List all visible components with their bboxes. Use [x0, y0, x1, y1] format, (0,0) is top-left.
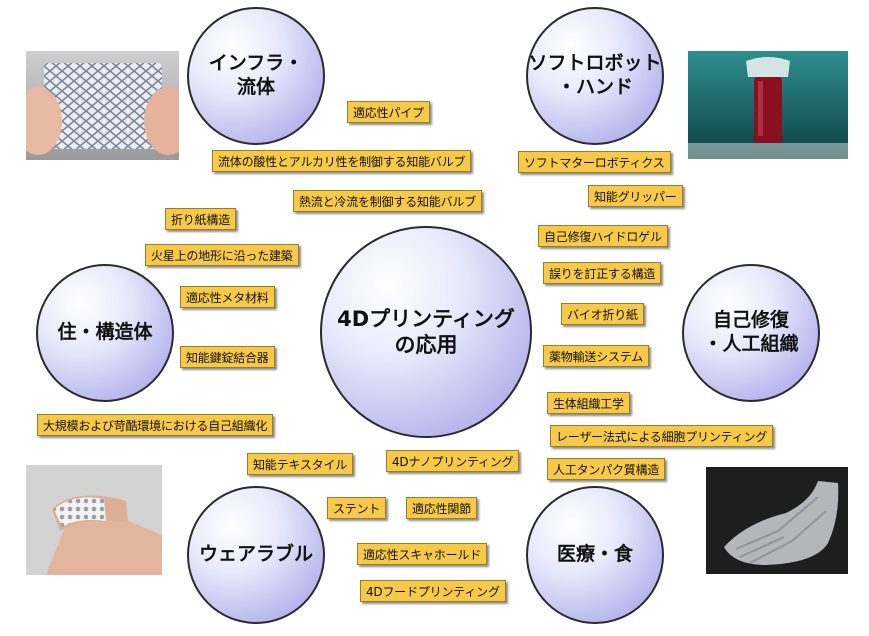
center-4d-printing-applications: 4Dプリンティング の応用: [320, 226, 532, 438]
tag-self-assembly-harsh-env: 大規模および苛酷環境における自己組織化: [37, 414, 274, 436]
category-medical-food: 医療・食: [526, 486, 664, 624]
category-infra-fluid: インフラ・ 流体: [187, 7, 325, 145]
tag-bio-origami: バイオ折り紙: [561, 303, 644, 325]
tag-tissue-engineering: 生体組織工学: [547, 392, 630, 414]
tag-self-healing-hydrogel: 自己修復ハイドロゲル: [538, 225, 668, 247]
category-self-repair-artificial-tissue: 自己修復 ・人工組織: [682, 264, 820, 402]
category-wearable: ウェアラブル: [187, 486, 325, 624]
wearable-finger-splint-photo: [26, 465, 162, 575]
soft-gripper-photo: [688, 51, 848, 159]
tag-adaptive-metamaterial: 適応性メタ材料: [180, 286, 275, 308]
tag-mars-terrain-architecture: 火星上の地形に沿った建築: [145, 244, 299, 266]
tag-drug-delivery-system: 薬物輸送システム: [543, 345, 650, 367]
tag-error-correcting-structure: 誤りを訂正する構造: [543, 262, 662, 284]
tag-soft-matter-robotics: ソフトマターロボティクス: [518, 151, 671, 173]
tag-origami-structure: 折り紙構造: [165, 208, 237, 230]
tag-4d-nano-printing: 4Dナノプリンティング: [386, 450, 520, 472]
category-soft-robot-hand: ソフトロボット ・ハンド: [526, 7, 664, 145]
tag-artificial-protein-structure: 人工タンパク質構造: [547, 458, 666, 480]
tag-stent: ステント: [327, 497, 387, 519]
tag-smart-textile: 知能テキスタイル: [247, 453, 354, 475]
tag-ph-smart-valve: 流体の酸性とアルカリ性を制御する知能バルブ: [212, 150, 472, 172]
category-housing-structures: 住・構造体: [36, 264, 174, 402]
tag-adaptive-scaffold: 適応性スキャホールド: [357, 543, 488, 565]
tag-thermal-smart-valve: 熱流と冷流を制御する知能バルブ: [293, 190, 483, 212]
tag-4d-food-printing: 4Dフードプリンティング: [360, 580, 506, 602]
tag-adaptive-joint: 適応性関節: [406, 497, 478, 519]
foot-model-photo: [706, 467, 848, 574]
tag-laser-cell-printing: レーザー法式による細胞プリンティング: [550, 425, 774, 447]
tag-adaptive-pipe: 適応性パイプ: [347, 101, 430, 123]
lattice-material-photo: [26, 51, 179, 160]
tag-smart-gripper: 知能グリッパー: [588, 185, 683, 207]
tag-smart-lock-coupler: 知能鍵錠結合器: [180, 346, 275, 368]
